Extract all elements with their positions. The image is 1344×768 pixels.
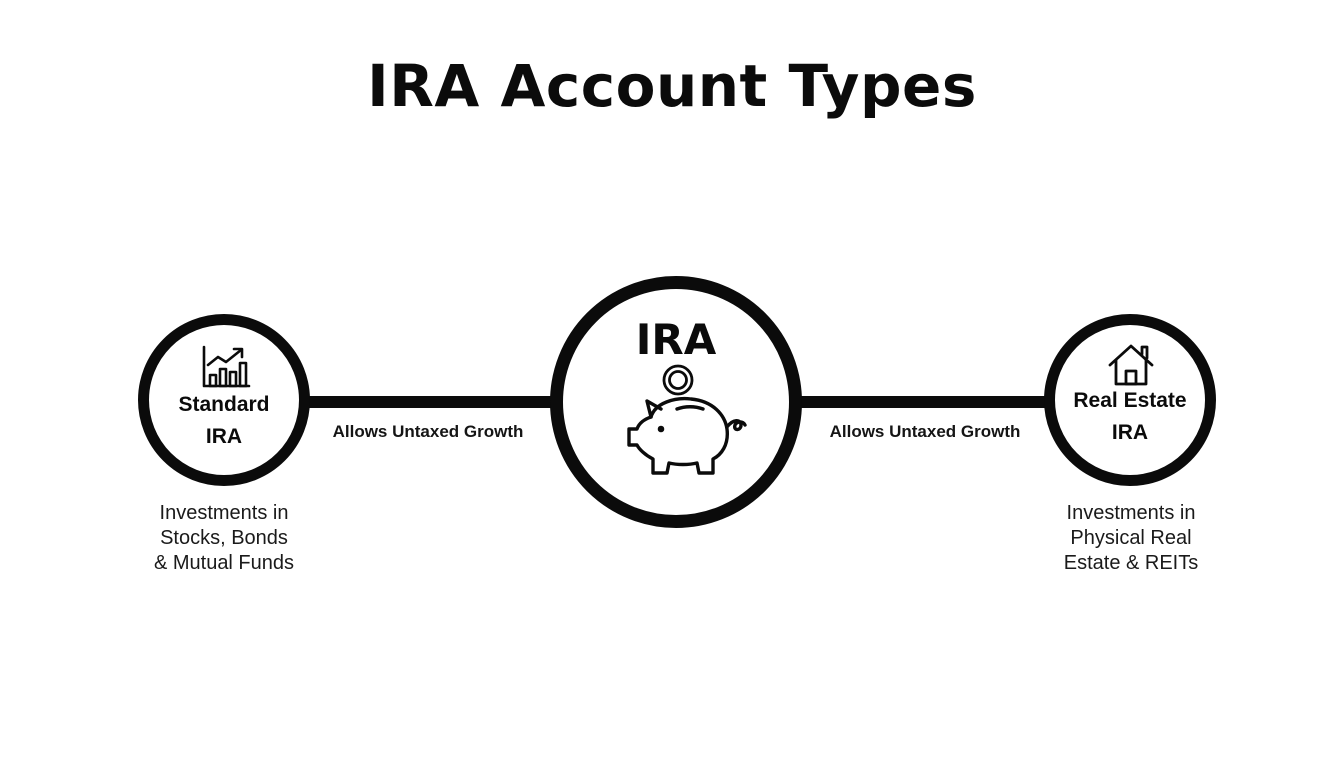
- edge-label-right: Allows Untaxed Growth: [829, 422, 1021, 441]
- node-label-line: Standard: [178, 393, 270, 416]
- house-icon: [1108, 344, 1154, 386]
- bar-chart-growth-icon: [202, 345, 251, 388]
- node-label-real-estate-ira: Real Estate IRA: [1055, 385, 1205, 448]
- node-standard-ira: Standard IRA: [138, 314, 310, 486]
- description-real-estate-ira: Investments in Physical Real Estate & RE…: [1021, 501, 1241, 576]
- diagram-title: IRA Account Types: [367, 52, 977, 120]
- description-line: Physical Real: [1070, 527, 1192, 549]
- node-label-standard-ira: Standard IRA: [149, 389, 299, 452]
- description-standard-ira: Investments in Stocks, Bonds & Mutual Fu…: [114, 501, 334, 576]
- description-line: Investments in: [1066, 502, 1196, 524]
- description-line: Stocks, Bonds: [160, 527, 288, 549]
- description-line: Investments in: [159, 502, 289, 524]
- description-line: & Mutual Funds: [153, 552, 295, 574]
- description-line: Estate & REITs: [1063, 552, 1199, 574]
- node-label-line: Real Estate: [1073, 389, 1187, 412]
- node-label-line: IRA: [1111, 420, 1149, 444]
- connector-left: [300, 396, 560, 408]
- node-center-ira: IRA: [550, 276, 802, 528]
- coin-icon: [662, 364, 694, 396]
- node-real-estate-ira: Real Estate IRA: [1044, 314, 1216, 486]
- connector-right: [796, 396, 1050, 408]
- node-label-line: IRA: [205, 424, 243, 448]
- edge-label-left: Allows Untaxed Growth: [332, 422, 524, 441]
- piggy-bank-icon: [627, 396, 747, 475]
- node-label-ira: IRA: [635, 315, 717, 364]
